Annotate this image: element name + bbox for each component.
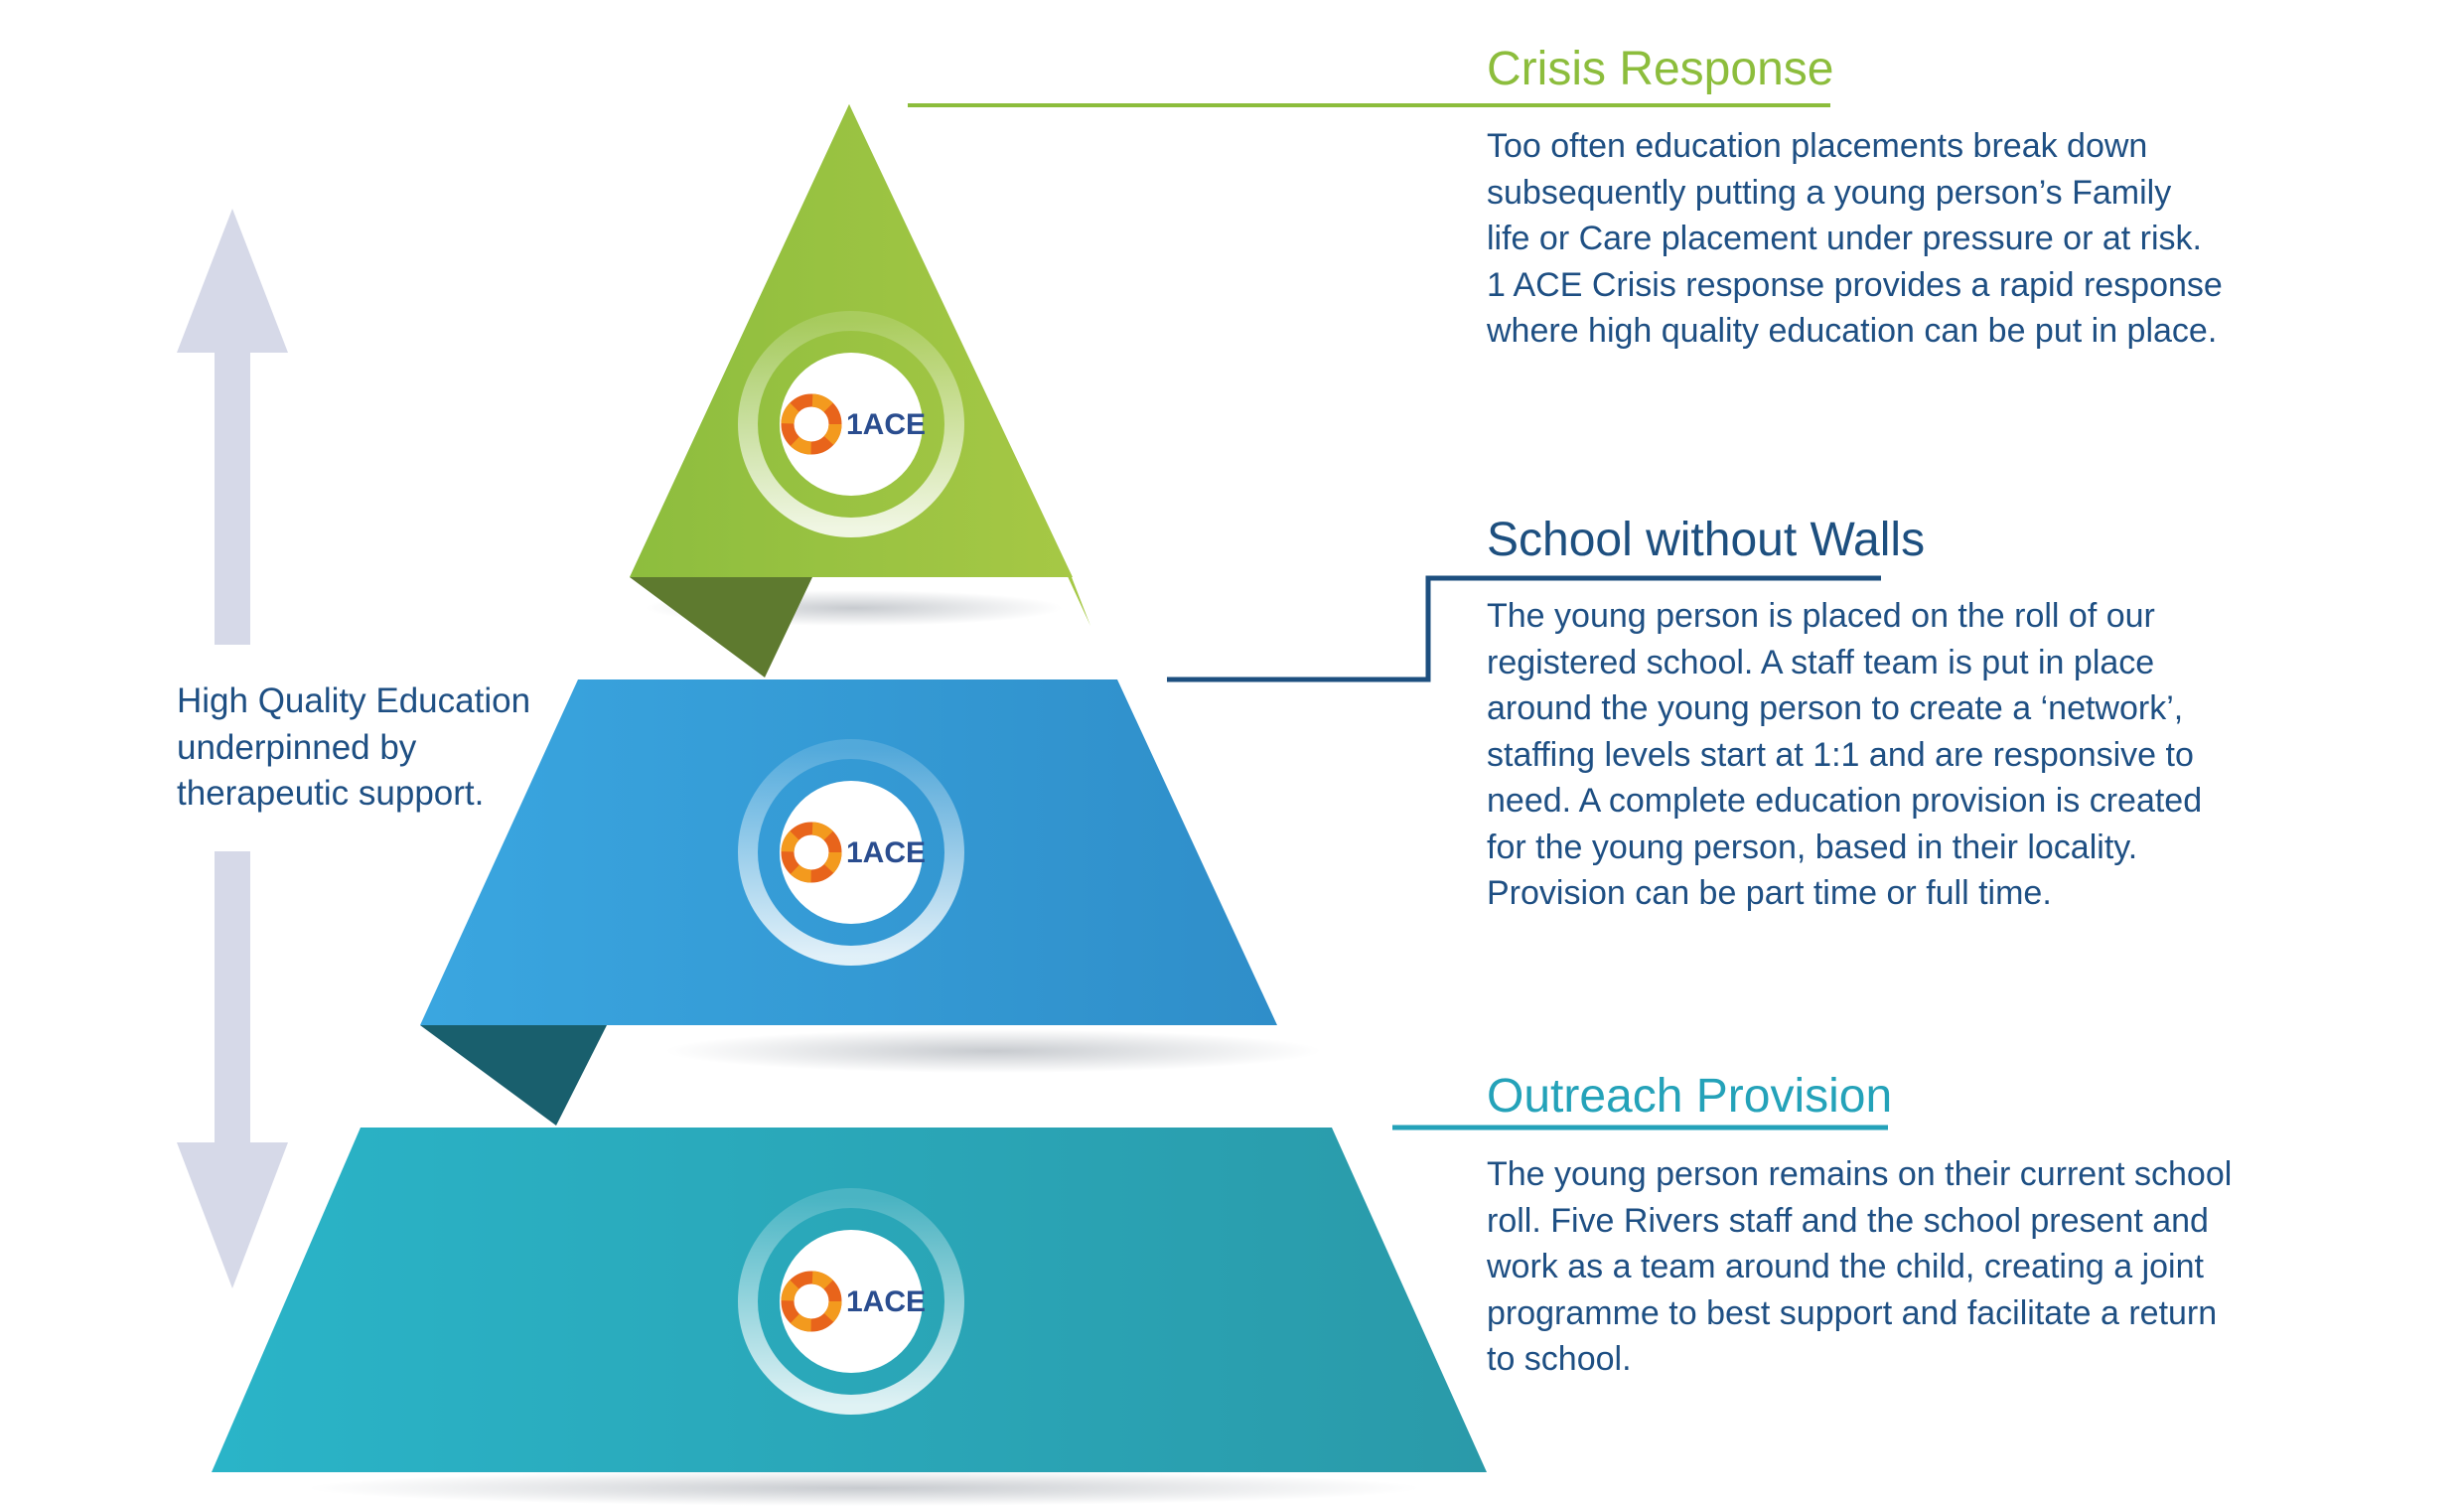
outreach-provision-title: Outreach Provision — [1487, 1070, 1893, 1123]
up-arrow — [177, 209, 288, 645]
middle-tier-logo-text: 1ACE — [846, 836, 926, 869]
top-tier-triangle-face — [630, 104, 1073, 577]
side-label: High Quality Education underpinned by th… — [177, 681, 531, 813]
crisis-response-title: Crisis Response — [1487, 43, 1834, 95]
down-arrow — [177, 851, 288, 1288]
school-without-walls-text: The young person is placed on the roll o… — [1487, 597, 2203, 912]
middle-tier-shadow — [665, 1029, 1321, 1073]
crisis-response-text: Too often education placements break dow… — [1487, 127, 2223, 350]
bottom-tier-shadow — [308, 1470, 1420, 1506]
top-tier-fold — [630, 577, 812, 678]
outreach-provision-text: The young person remains on their curren… — [1487, 1155, 2233, 1378]
middle-tier-fold — [420, 1025, 607, 1126]
top-tier-logo-text: 1ACE — [846, 408, 926, 441]
school-without-walls-title: School without Walls — [1487, 514, 1926, 566]
bottom-tier-logo-text: 1ACE — [846, 1285, 926, 1318]
school-connector-line — [1167, 575, 1881, 682]
